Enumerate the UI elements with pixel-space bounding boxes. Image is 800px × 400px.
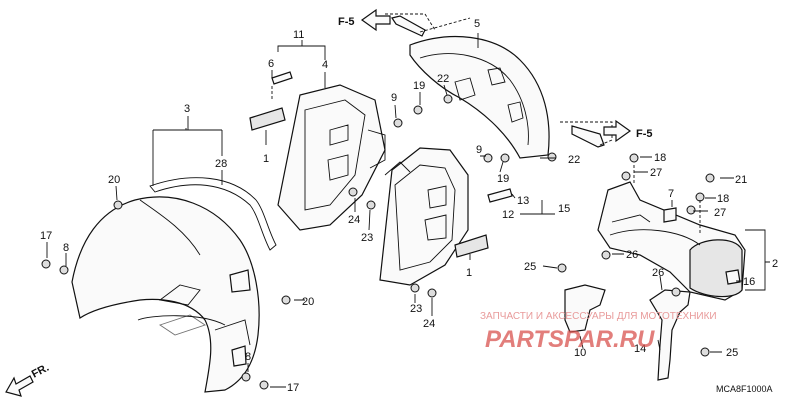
pad-6	[271, 71, 293, 85]
callout-26b: 26	[652, 267, 664, 279]
callout-5: 5	[474, 18, 480, 30]
callout-28: 28	[215, 158, 227, 170]
ref-label-top: F-5	[338, 16, 355, 28]
inner-panel-left	[277, 84, 386, 231]
callout-24a: 24	[348, 214, 360, 226]
callout-18b: 18	[717, 193, 729, 205]
clip-7	[663, 207, 677, 223]
ref-arrow-right: F-5	[603, 119, 653, 143]
honda-logo-outline	[158, 314, 207, 336]
front-direction-arrow: FR.	[5, 362, 51, 397]
pad-1-right	[454, 234, 489, 258]
watermark-text: ЗАПЧАСТИ И АКСЕССУАРЫ ДЛЯ МОТОТЕХНИКИ	[480, 311, 717, 322]
dashed-lines	[271, 13, 701, 235]
callout-17a: 17	[40, 230, 52, 242]
watermark-logo: PARTSPAR.RU	[485, 326, 655, 353]
ref-label-right: F-5	[636, 128, 653, 140]
callout-12: 12	[502, 209, 514, 221]
front-direction-label: FR.	[30, 362, 51, 381]
ref-arrow-top: F-5	[338, 8, 391, 32]
callout-9a: 9	[391, 92, 397, 104]
callout-19a: 19	[413, 80, 425, 92]
inner-panel-right	[379, 147, 469, 286]
callout-19b: 19	[497, 173, 509, 185]
callout-3: 3	[184, 103, 190, 115]
callout-23a: 23	[361, 232, 373, 244]
callout-18a: 18	[654, 152, 666, 164]
callout-9b: 9	[476, 144, 482, 156]
callout-14: 14	[634, 343, 646, 355]
callout-20a: 20	[108, 174, 120, 186]
seal-strip	[149, 177, 277, 251]
callout-10: 10	[574, 347, 586, 359]
callout-1a: 1	[263, 153, 269, 165]
callout-27b: 27	[714, 207, 726, 219]
callout-6: 6	[268, 58, 274, 70]
bolt-top	[391, 15, 426, 37]
watermark: ЗАПЧАСТИ И АКСЕССУАРЫ ДЛЯ МОТОТЕХНИКИ PA…	[480, 311, 717, 353]
clip-16	[725, 269, 741, 285]
diagram-code: MCA8F1000A	[716, 384, 773, 394]
callout-4: 4	[322, 59, 328, 71]
group-bracket-3	[152, 116, 223, 186]
callout-17b: 17	[287, 382, 299, 394]
callout-24b: 24	[423, 318, 435, 330]
stay-right	[649, 289, 691, 381]
callout-2: 2	[772, 258, 778, 270]
pad-13	[487, 188, 513, 203]
group-bracket-11	[277, 40, 326, 60]
callout-22a: 22	[437, 73, 449, 85]
callout-labels: 1 1 2 3 4 5 6 7 8 8 9 9 10 11 12 13 14 1…	[40, 18, 778, 394]
stay-left	[564, 284, 606, 333]
bolt-rear	[571, 125, 605, 148]
callout-7: 7	[668, 188, 674, 200]
callout-21: 21	[735, 174, 747, 186]
callout-26a: 26	[626, 249, 638, 261]
callout-25a: 25	[524, 261, 536, 273]
leader-lines	[46, 33, 742, 388]
group-bracket-2	[745, 229, 770, 291]
callout-22b: 22	[568, 154, 580, 166]
callout-16: 16	[743, 276, 755, 288]
callout-27a: 27	[650, 167, 662, 179]
callout-15: 15	[558, 203, 570, 215]
pad-1-left	[249, 107, 286, 131]
callout-25b: 25	[726, 347, 738, 359]
callout-11: 11	[293, 29, 304, 41]
callout-8b: 8	[245, 351, 251, 363]
callout-20b: 20	[302, 296, 314, 308]
callout-1b: 1	[466, 267, 472, 279]
hardware	[41, 94, 715, 390]
callout-13: 13	[517, 195, 529, 207]
callout-23b: 23	[410, 303, 422, 315]
rear-inner-fender	[409, 36, 550, 159]
front-fender	[71, 196, 260, 393]
callout-8a: 8	[63, 242, 69, 254]
group-bracket-12	[520, 200, 555, 215]
